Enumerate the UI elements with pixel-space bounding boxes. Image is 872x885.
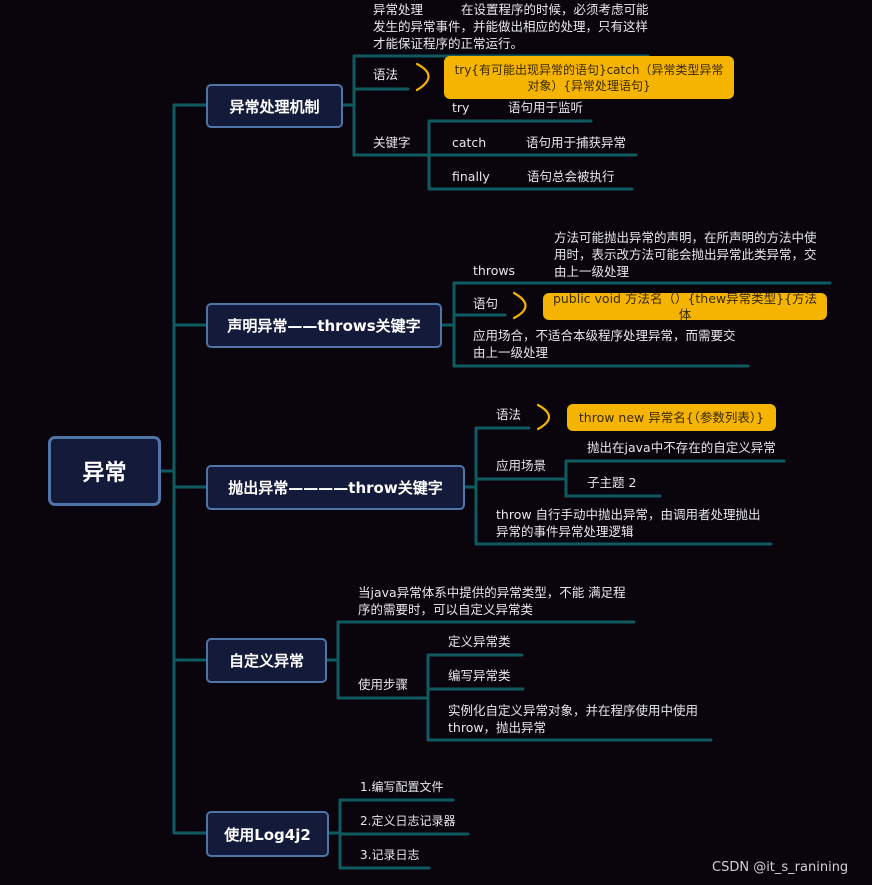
step-item: 编写异常类 <box>448 668 511 683</box>
declare-scene: 应用场合，不适合本级程序处理异常，而需要交由上一级处理 <box>473 328 736 360</box>
throw-syntax-label: 语法 <box>496 407 522 422</box>
throw-syntax-callout[interactable]: throw new 异常名{（参数列表）} <box>567 404 776 431</box>
branch-label: 使用Log4j2 <box>224 825 311 844</box>
steps-label: 使用步骤 <box>358 677 409 692</box>
custom-desc: 当java异常体系中提供的异常类型，不能 满足程序的需要时，可以自定义异常类 <box>358 585 626 617</box>
statement-callout[interactable]: public void 方法名（）{thew异常类型}{方法体 <box>543 291 827 322</box>
keyword-finally: finally <box>452 169 490 184</box>
throw-scene-item: 子主题 2 <box>587 475 637 490</box>
branch-label: 抛出异常————throw关键字 <box>228 479 443 497</box>
keyword-label: 关键字 <box>373 135 411 150</box>
branch-exception-mechanism[interactable]: 异常处理机制 <box>206 84 343 128</box>
syntax-callout[interactable]: try{有可能出现异常的语句}catch（异常类型异常对象）{异常处理语句} <box>444 56 734 99</box>
log-item: 2.定义日志记录器 <box>360 814 456 828</box>
branch-throw-exception[interactable]: 抛出异常————throw关键字 <box>206 465 465 510</box>
throw-desc: throw 自行手动中抛出异常，由调用者处理抛出异常的事件异常处理逻辑 <box>496 507 761 539</box>
branch-log4j2[interactable]: 使用Log4j2 <box>206 811 329 857</box>
watermark: CSDN @it_s_ranining <box>712 860 849 875</box>
branch-custom-exception[interactable]: 自定义异常 <box>206 638 327 683</box>
keyword-try-desc: 语句用于监听 <box>508 100 584 115</box>
intro-title: 异常处理 <box>373 2 424 17</box>
keyword-try: try <box>452 100 470 115</box>
keyword-catch-desc: 语句用于捕获异常 <box>526 135 627 150</box>
step-item: 实例化自定义异常对象，并在程序使用中使用throw，抛出异常 <box>448 703 699 735</box>
branch-declare-exception[interactable]: 声明异常——throws关键字 <box>206 303 442 348</box>
branch-label: 异常处理机制 <box>229 97 320 116</box>
log-item: 1.编写配置文件 <box>360 780 444 794</box>
branch-label: 自定义异常 <box>228 652 304 670</box>
root-node[interactable]: 异常 <box>48 436 161 506</box>
throws-desc: 方法可能抛出异常的声明，在所声明的方法中使用时，表示改方法可能会抛出异常此类异常… <box>554 230 817 279</box>
keyword-catch: catch <box>452 135 487 150</box>
keyword-finally-desc: 语句总会被执行 <box>527 169 615 184</box>
throw-scene-item: 抛出在java中不存在的自定义异常 <box>587 440 776 455</box>
branch-label: 声明异常——throws关键字 <box>227 317 421 335</box>
step-item: 定义异常类 <box>448 634 511 649</box>
syntax-label: 语法 <box>373 67 399 82</box>
statement-label: 语句 <box>473 296 499 311</box>
throws-label: throws <box>473 263 516 278</box>
root-label: 异常 <box>82 461 127 486</box>
throw-scene-label: 应用场景 <box>496 458 547 473</box>
log-item: 3.记录日志 <box>360 848 420 862</box>
intro-text: 在设置程序的时候，必须考虑可能发生的异常事件，并能做出相应的处理，只有这样才能保… <box>373 2 649 51</box>
